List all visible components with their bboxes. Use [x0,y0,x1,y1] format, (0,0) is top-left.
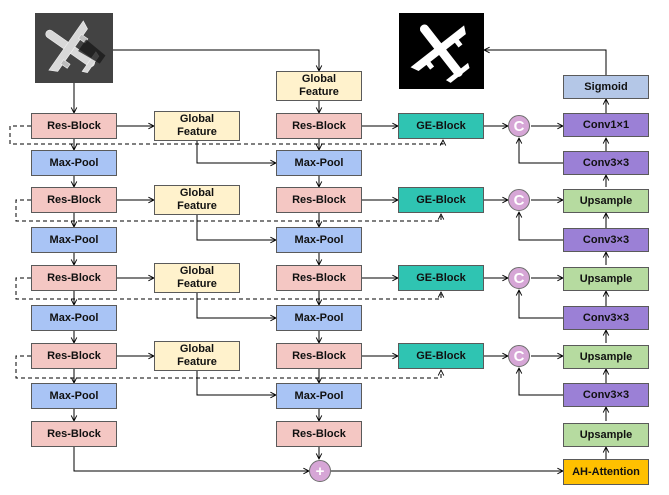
global-feature-label-line2: Feature [177,356,217,368]
global-res-block-1: Res-Block [276,113,362,139]
global-max-pool-1: Max-Pool [276,150,362,176]
conv1x1-block: Conv1×1 [563,113,649,137]
ah-attention-block: AH-Attention [563,459,649,485]
global-feature-label-line1: Global [179,113,215,125]
global-res-block-3: Res-Block [276,265,362,291]
encoder-res-block-4: Res-Block [31,343,117,369]
encoder-res-block-2: Res-Block [31,187,117,213]
concat-operator-3: C [508,267,530,289]
encoder-res-block-3: Res-Block [31,265,117,291]
sigmoid-block: Sigmoid [563,75,649,99]
concat-operator-4: C [508,345,530,367]
input-image [35,13,113,83]
global-feature-label-line1: Global [179,187,215,199]
concat-operator-2: C [508,189,530,211]
global-feature-4: Global Feature [154,341,240,371]
upsample-block-1: Upsample [563,189,649,213]
concat-operator-1: C [508,115,530,137]
global-max-pool-4: Max-Pool [276,383,362,409]
global-max-pool-3: Max-Pool [276,305,362,331]
global-feature-label-line1: Global [179,343,215,355]
global-feature-2: Global Feature [154,185,240,215]
conv3x3-block-4: Conv3×3 [563,383,649,407]
add-operator: + [309,460,331,482]
global-feature-label-line1: Global [179,265,215,277]
upsample-block-3: Upsample [563,345,649,369]
conv3x3-block-2: Conv3×3 [563,228,649,252]
global-feature-label-line2: Feature [177,200,217,212]
global-res-block-4: Res-Block [276,343,362,369]
upsample-block-2: Upsample [563,267,649,291]
encoder-max-pool-1: Max-Pool [31,150,117,176]
global-feature-label-line1: Global [301,73,337,85]
global-res-block-5: Res-Block [276,421,362,447]
ge-block-2: GE-Block [398,187,484,213]
encoder-res-block-1: Res-Block [31,113,117,139]
global-feature-label-line2: Feature [177,278,217,290]
encoder-res-block-5: Res-Block [31,421,117,447]
ge-block-1: GE-Block [398,113,484,139]
encoder-max-pool-3: Max-Pool [31,305,117,331]
global-max-pool-2: Max-Pool [276,227,362,253]
airplane-mask-icon [399,13,484,89]
global-feature-label-line2: Feature [177,126,217,138]
global-res-block-2: Res-Block [276,187,362,213]
upsample-block-4: Upsample [563,423,649,447]
encoder-max-pool-4: Max-Pool [31,383,117,409]
ge-block-4: GE-Block [398,343,484,369]
global-feature-1: Global Feature [154,111,240,141]
output-mask-image [399,13,484,89]
ge-block-3: GE-Block [398,265,484,291]
airplane-input-icon [35,13,113,83]
global-feature-3: Global Feature [154,263,240,293]
conv3x3-block-3: Conv3×3 [563,306,649,330]
global-feature-top: Global Feature [276,71,362,101]
global-feature-label-line2: Feature [299,86,339,98]
encoder-max-pool-2: Max-Pool [31,227,117,253]
conv3x3-block-1: Conv3×3 [563,151,649,175]
